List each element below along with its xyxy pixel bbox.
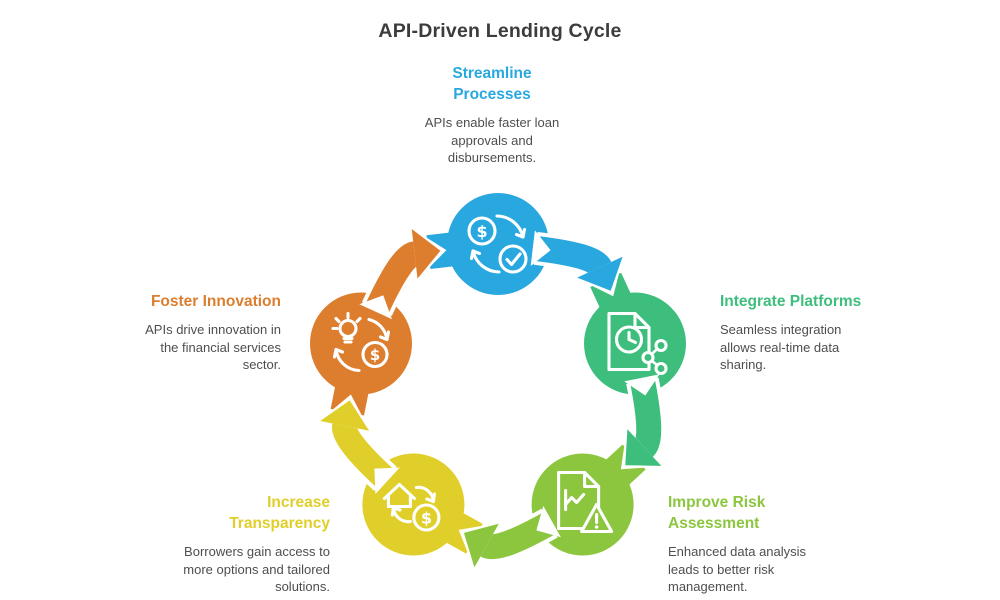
node-heading: Integrate Platforms — [720, 293, 862, 310]
node-heading: Streamline Processes — [452, 65, 532, 103]
svg-text:$: $ — [421, 509, 432, 528]
node-heading: Increase Transparency — [229, 494, 330, 532]
node-body: Seamless integration allows real-time da… — [720, 322, 842, 372]
node-label-streamline-processes: Streamline Processes APIs enable faster … — [372, 63, 612, 167]
cycle-nodes: $ $ $ — [310, 193, 686, 556]
cycle-arrows — [314, 224, 669, 575]
node-body: Borrowers gain access to more options an… — [183, 544, 330, 594]
node-heading: Improve Risk Assessment — [668, 494, 766, 532]
svg-text:$: $ — [476, 222, 487, 241]
cycle-arrow-streamline-processes — [530, 230, 625, 297]
node-label-foster-innovation: Foster Innovation APIs drive innovation … — [69, 291, 281, 374]
house-money-exchange-icon: $ — [382, 482, 441, 532]
cycle-arrow-increase-transparency — [314, 394, 400, 494]
node-body: APIs drive innovation in the financial s… — [145, 322, 281, 372]
chart-document-warning-icon — [557, 470, 614, 534]
node-label-improve-risk-assessment: Improve Risk Assessment Enhanced data an… — [668, 492, 883, 596]
node-body: Enhanced data analysis leads to better r… — [668, 544, 807, 594]
node-label-integrate-platforms: Integrate Platforms Seamless integration… — [720, 291, 915, 374]
node-heading: Foster Innovation — [150, 293, 281, 310]
cycle-arrow-improve-risk-assessment — [458, 505, 561, 575]
document-clock-share-icon — [607, 311, 668, 376]
node-circle-foster-innovation: $ — [310, 292, 412, 395]
node-circle-improve-risk-assessment — [531, 453, 634, 556]
node-circle-streamline-processes: $ — [447, 193, 549, 295]
node-label-increase-transparency: Increase Transparency Borrowers gain acc… — [118, 492, 330, 596]
lightbulb-money-cycle-icon: $ — [331, 311, 391, 373]
svg-text:$: $ — [370, 346, 380, 364]
node-body: APIs enable faster loan approvals and di… — [424, 115, 560, 165]
cycle-arrow-integrate-platforms — [620, 374, 669, 470]
node-circle-integrate-platforms — [584, 292, 686, 395]
money-cycle-check-icon: $ — [467, 214, 528, 274]
page-title: API-Driven Lending Cycle — [378, 20, 622, 42]
cycle-arrow-foster-innovation — [359, 224, 447, 320]
